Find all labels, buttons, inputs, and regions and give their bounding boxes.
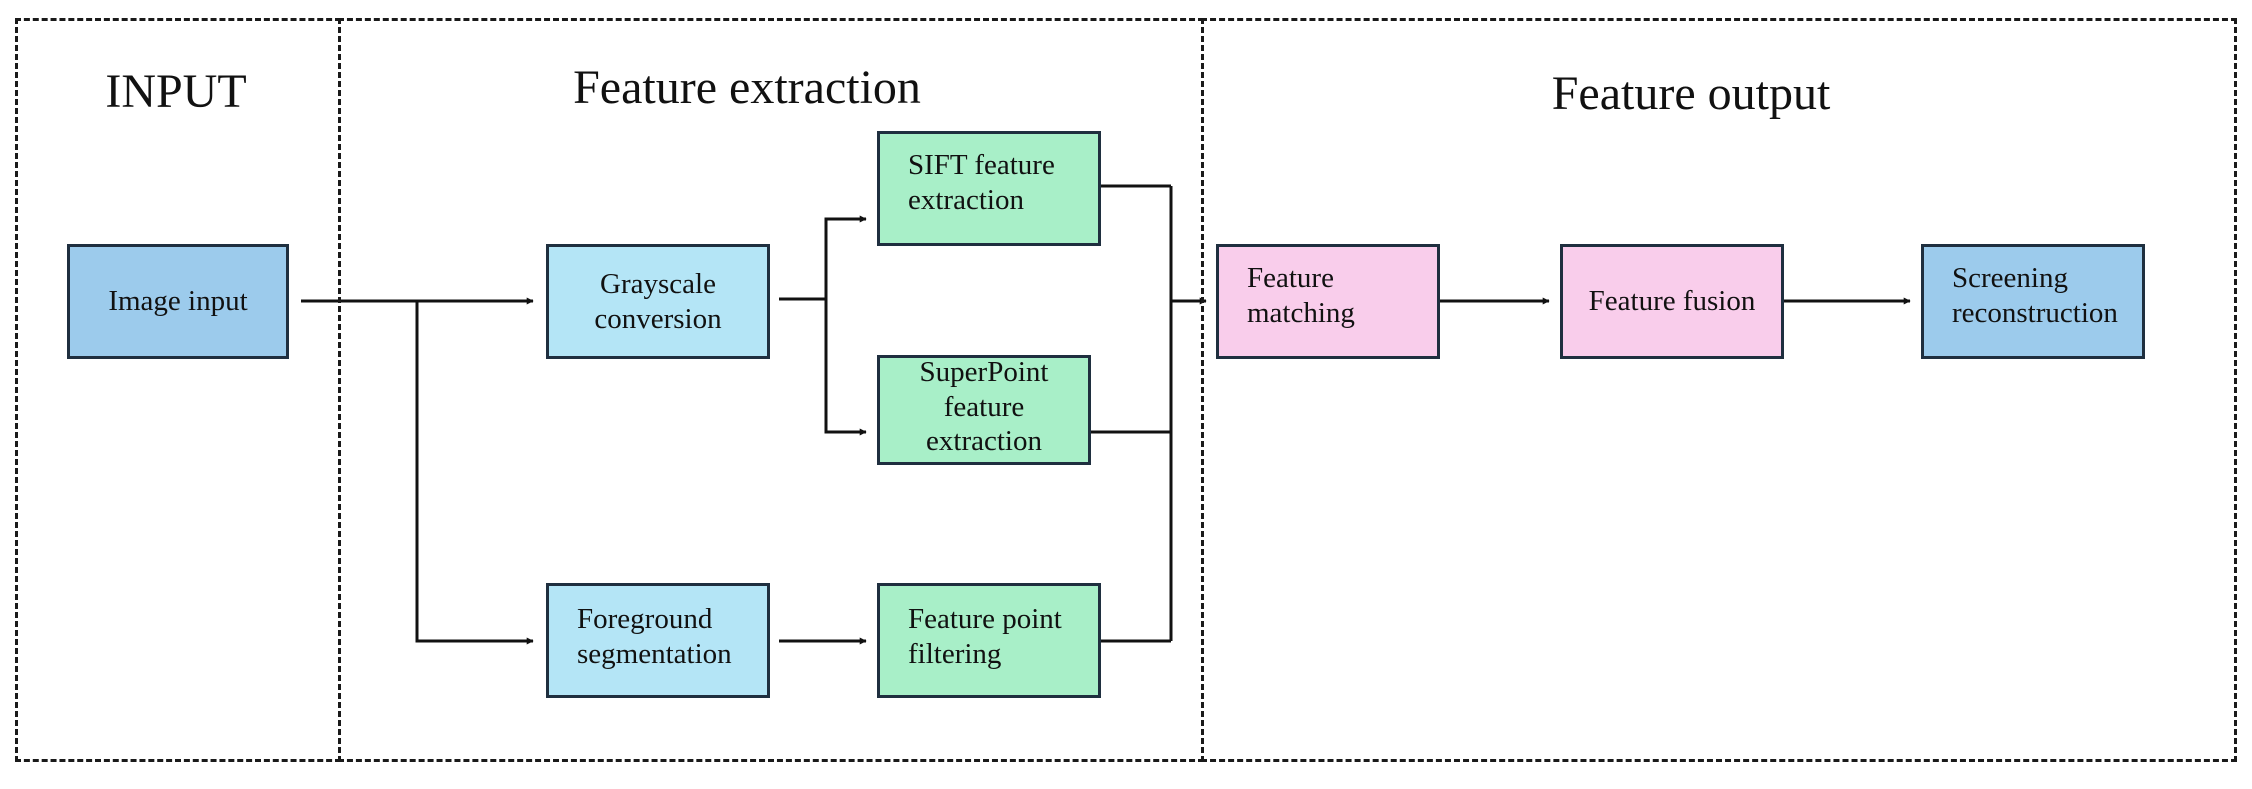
- node-feature-matching: Feature matching: [1216, 244, 1440, 359]
- section-title-extraction: Feature extraction: [573, 61, 921, 114]
- section-input-frame: [15, 18, 341, 762]
- node-sift-feature-extraction: SIFT feature extraction: [877, 131, 1101, 246]
- node-label: SIFT feature extraction: [908, 148, 1055, 216]
- node-foreground-segmentation: Foreground segmentation: [546, 583, 770, 698]
- node-label: Screening reconstruction: [1952, 261, 2118, 329]
- edge-grayscale-to-sift: [824, 215, 867, 299]
- node-grayscale-conversion: Grayscale conversion: [546, 244, 770, 359]
- edge-image-to-foreground: [415, 301, 534, 645]
- node-label: Grayscale conversion: [594, 267, 722, 335]
- node-label: Image input: [108, 285, 248, 318]
- node-label: Feature matching: [1247, 261, 1355, 329]
- node-feature-fusion: Feature fusion: [1560, 244, 1784, 359]
- node-label: SuperPoint feature extraction: [919, 355, 1049, 458]
- section-title-output: Feature output: [1551, 67, 1831, 120]
- node-feature-point-filtering: Feature point filtering: [877, 583, 1101, 698]
- node-screening-reconstruction: Screening reconstruction: [1921, 244, 2145, 359]
- node-label: Feature point filtering: [908, 602, 1062, 670]
- section-title-input: INPUT: [105, 65, 247, 118]
- edge-grayscale-to-superpoint: [824, 299, 867, 436]
- node-superpoint-feature-extraction: SuperPoint feature extraction: [877, 355, 1091, 465]
- section-output-frame: [1201, 18, 2237, 762]
- node-label: Foreground segmentation: [577, 602, 732, 670]
- node-label: Feature fusion: [1588, 285, 1756, 318]
- node-image-input: Image input: [67, 244, 289, 359]
